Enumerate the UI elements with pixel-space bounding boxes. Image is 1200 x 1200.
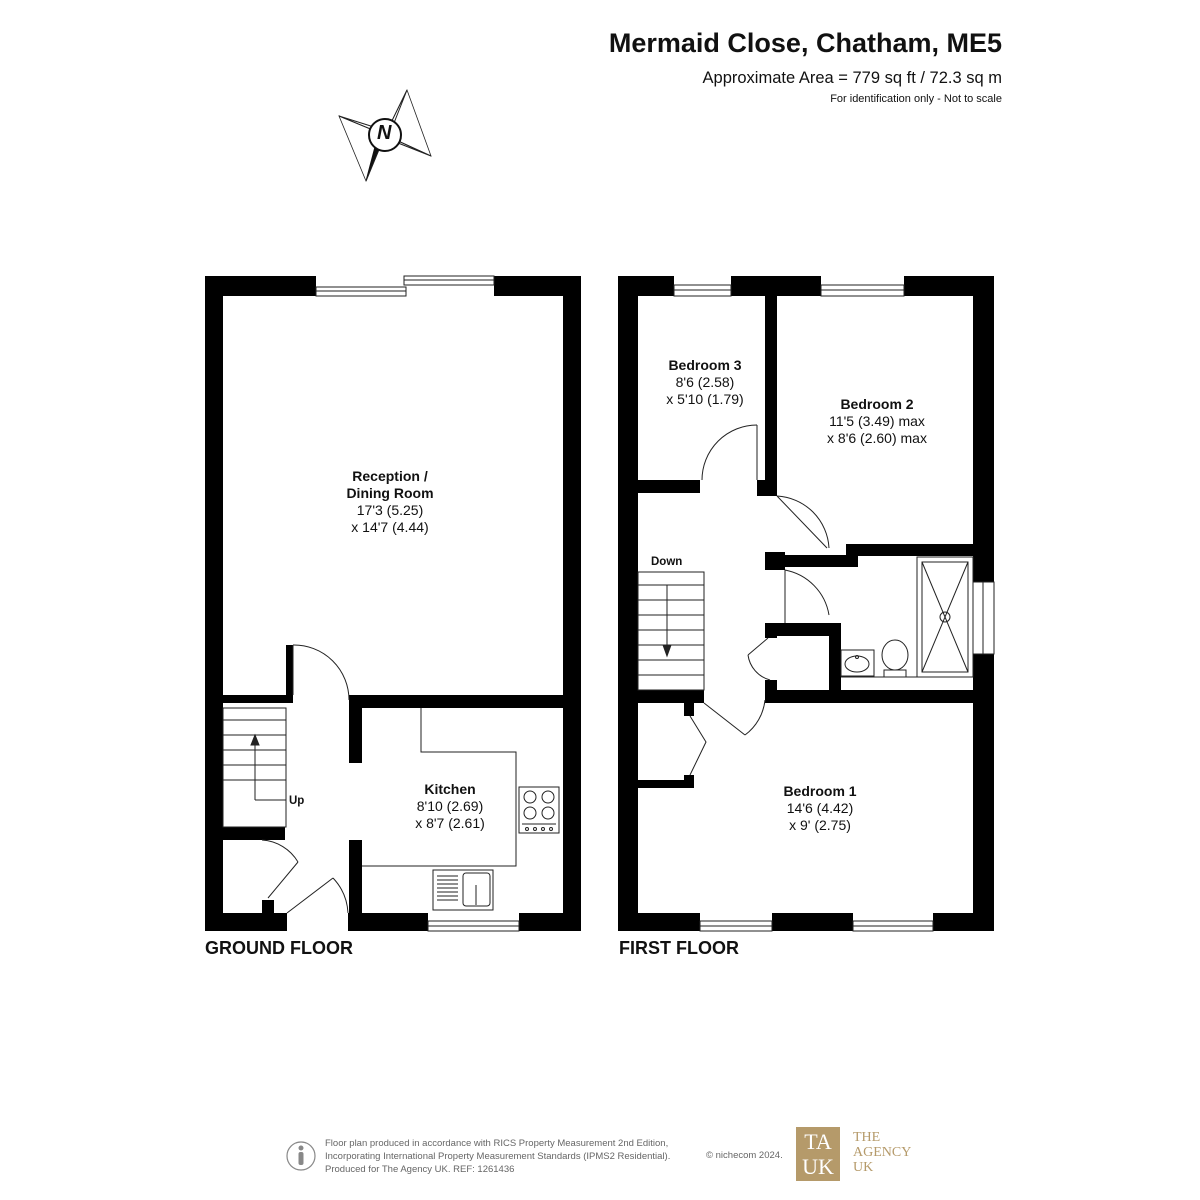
agency-logo-text: THE AGENCY UK (853, 1130, 911, 1175)
logo-text-line: AGENCY (853, 1145, 912, 1160)
room-name: Reception / (352, 468, 428, 484)
first-floor-label: FIRST FLOOR (619, 938, 739, 958)
room-bedroom-1: Bedroom 1 14'6 (4.42) x 9' (2.75) (740, 783, 900, 834)
ground-floor-fixtures (222, 275, 560, 932)
room-dimension: 11'5 (3.49) max (829, 413, 925, 429)
room-kitchen: Kitchen 8'10 (2.69) x 8'7 (2.61) (370, 781, 530, 832)
copyright: © nichecom 2024. (706, 1150, 783, 1161)
footer-line: Produced for The Agency UK. REF: 1261436 (325, 1164, 515, 1175)
room-dimension: 8'10 (2.69) (416, 798, 484, 814)
footer-line: Incorporating International Property Mea… (325, 1151, 671, 1162)
room-name: Bedroom 2 (840, 396, 914, 412)
room-dimension: x 9' (2.75) (789, 817, 851, 833)
room-dimension: x 5'10 (1.79) (666, 391, 744, 407)
logo-text-line: THE (853, 1130, 881, 1145)
room-name: Dining Room (346, 485, 434, 501)
room-dimension: x 8'6 (2.60) max (827, 430, 927, 446)
compass-icon (338, 88, 432, 183)
logo-mark-bottom: UK (802, 1154, 834, 1179)
room-dimension: 8'6 (2.58) (675, 374, 735, 390)
stairs-down-label: Down (651, 556, 683, 568)
stairs-up-label: Up (289, 795, 305, 807)
room-bedroom-3: Bedroom 3 8'6 (2.58) x 5'10 (1.79) (640, 357, 770, 408)
room-dimension: 14'6 (4.42) (786, 800, 854, 816)
room-name: Kitchen (424, 781, 476, 797)
footer-disclaimer: Floor plan produced in accordance with R… (325, 1137, 670, 1176)
room-dimension: x 14'7 (4.44) (351, 519, 429, 535)
page-title: Mermaid Close, Chatham, ME5 (608, 28, 1002, 58)
agency-logo: TA UK (796, 1127, 840, 1181)
room-dimension: 17'3 (5.25) (356, 502, 424, 518)
first-floor-plan (618, 276, 994, 931)
room-dimension: x 8'7 (2.61) (415, 815, 485, 831)
ground-floor-label: GROUND FLOOR (205, 938, 353, 958)
scale-note: For identification only - Not to scale (830, 93, 1002, 105)
footer-line: Floor plan produced in accordance with R… (325, 1138, 669, 1149)
room-name: Bedroom 3 (668, 357, 742, 373)
logo-mark-top: TA (804, 1129, 832, 1154)
room-name: Bedroom 1 (783, 783, 857, 799)
logo-text-line: UK (853, 1160, 874, 1175)
ground-floor-plan (205, 276, 581, 931)
first-floor-fixtures (637, 284, 995, 932)
room-reception: Reception / Dining Room 17'3 (5.25) x 14… (300, 468, 480, 536)
room-bedroom-2: Bedroom 2 11'5 (3.49) max x 8'6 (2.60) m… (797, 396, 957, 447)
compass-north-label: N (377, 122, 392, 144)
area-summary: Approximate Area = 779 sq ft / 72.3 sq m (702, 69, 1002, 87)
